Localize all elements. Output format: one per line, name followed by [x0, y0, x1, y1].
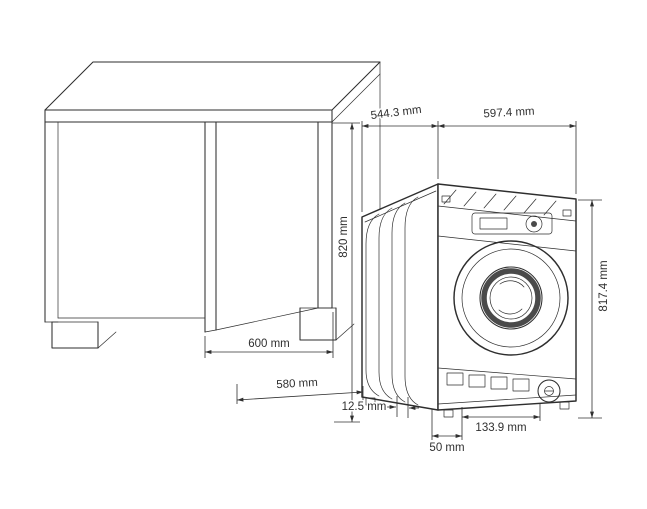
control-panel-recess [471, 212, 553, 235]
vent-slot [512, 378, 530, 392]
side-vent-curve [365, 213, 380, 397]
washing-machine-drawing [361, 183, 577, 418]
side-vent-curve [391, 202, 406, 403]
machine-top-band [437, 189, 577, 222]
dim-niche-width [204, 312, 334, 358]
dim-machine-depth [361, 121, 439, 212]
dim-label-niche-height: 820 mm [338, 216, 350, 258]
machine-foot [443, 409, 454, 418]
dim-niche-depth [236, 384, 364, 404]
dim-label-rear-gap: 12.5 mm [342, 401, 387, 413]
drain-filter-cap [537, 379, 561, 403]
dim-plinth-height [431, 409, 462, 440]
cabinet-right-panel [317, 121, 333, 309]
machine-side-panel [361, 183, 439, 411]
dim-label-niche-width: 600 mm [248, 338, 290, 350]
door-porthole [453, 240, 569, 356]
door-window-ring [481, 268, 541, 328]
dim-machine-height [578, 199, 602, 419]
machine-side-foot [365, 397, 376, 406]
dim-machine-width [438, 121, 577, 194]
vent-slot [490, 376, 508, 390]
dim-rear-gap [386, 396, 419, 418]
cabinet-divider [204, 121, 217, 333]
dim-label-machine-depth: 544.3 mm [370, 104, 422, 122]
vent-slot [446, 372, 464, 386]
vent-slot [468, 374, 486, 388]
display-window [479, 217, 508, 230]
control-panel [437, 212, 577, 252]
dim-niche-height [332, 122, 360, 423]
dim-label-base-offset: 133.9 mm [475, 422, 526, 434]
cabinet-right-plinth [299, 307, 355, 341]
dim-label-niche-depth: 580 mm [276, 377, 318, 391]
side-vent-curve [404, 196, 419, 406]
side-vent-curve [378, 207, 393, 400]
kick-panel [437, 367, 577, 418]
machine-foot [559, 401, 570, 410]
dim-base-offset [461, 404, 541, 440]
machine-front-panel [437, 183, 577, 418]
dim-label-machine-height: 817.4 mm [598, 260, 610, 311]
program-knob [525, 215, 543, 233]
dim-label-machine-width: 597.4 mm [483, 106, 535, 121]
cabinet-left-plinth [51, 321, 117, 349]
cabinet-drawing [44, 61, 381, 349]
dim-label-plinth-height: 50 mm [429, 442, 464, 454]
counter-top [44, 61, 381, 111]
